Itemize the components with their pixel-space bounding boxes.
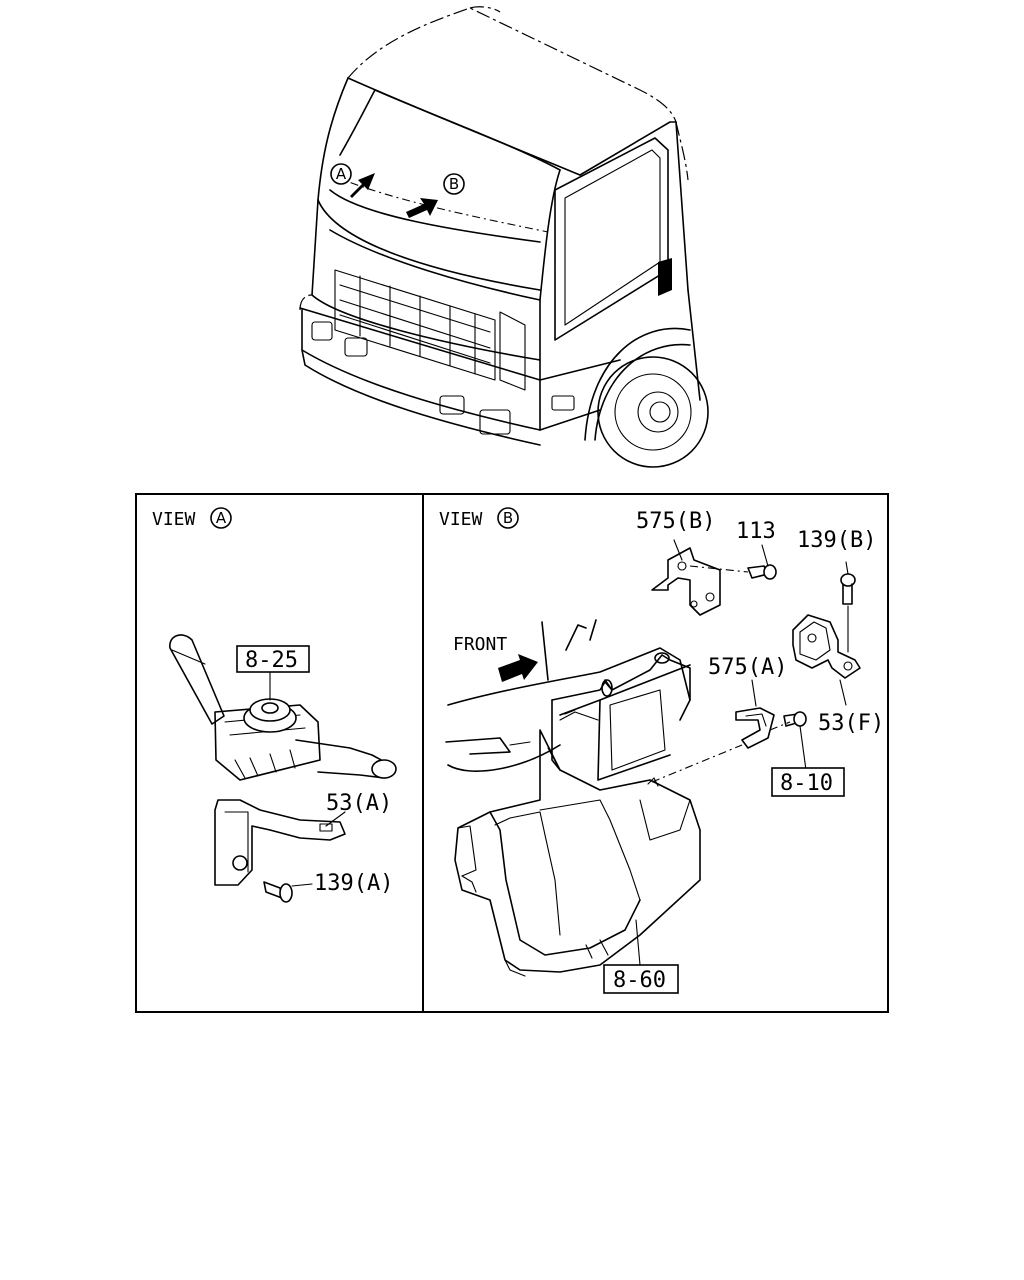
marker-a-letter: A xyxy=(336,165,347,183)
callout-113: 113 xyxy=(736,519,776,544)
callout-575b: 575(B) xyxy=(636,509,715,534)
callout-8-25-box xyxy=(236,645,310,673)
view-a-arrow-icon xyxy=(350,173,375,198)
view-b-panel: VIEW B FRONT xyxy=(439,507,884,994)
clip-575a-drawing xyxy=(735,679,807,771)
bracket-53f-drawing xyxy=(792,561,861,706)
callout-8-60-box xyxy=(603,964,679,994)
view-b-title: VIEW xyxy=(439,509,483,530)
callout-53f: 53(F) xyxy=(818,711,884,736)
callout-53a: 53(A) xyxy=(326,791,392,816)
bracket-575b-drawing xyxy=(651,539,777,616)
callout-8-25: 8-25 xyxy=(245,648,298,673)
callout-575a: 575(A) xyxy=(708,655,787,680)
marker-a-circle xyxy=(330,163,352,185)
view-a-title-letter: A xyxy=(216,509,227,527)
callout-139a: 139(A) xyxy=(314,871,393,896)
front-label: FRONT xyxy=(453,634,507,655)
bolt-139a-drawing xyxy=(263,881,313,903)
view-b-arrow-icon xyxy=(406,198,438,218)
callout-8-60: 8-60 xyxy=(613,968,666,993)
truck-cab-illustration: A B xyxy=(299,6,709,468)
callout-8-10-box xyxy=(771,767,845,797)
combination-switch-drawing xyxy=(169,634,397,781)
view-a-title-circle xyxy=(210,507,232,529)
callout-139b: 139(B) xyxy=(797,528,876,553)
detail-views-frame xyxy=(135,493,889,1013)
dashboard-structure-drawing xyxy=(445,619,691,781)
marker-b-circle xyxy=(443,173,465,195)
bracket-53a-drawing xyxy=(214,799,346,886)
view-b-title-letter: B xyxy=(503,509,513,527)
view-a-title: VIEW xyxy=(152,509,196,530)
front-arrow-icon xyxy=(498,654,538,682)
view-a-panel: VIEW A xyxy=(152,507,397,903)
marker-b-letter: B xyxy=(449,175,459,193)
callout-8-10: 8-10 xyxy=(780,771,833,796)
view-b-title-circle xyxy=(497,507,519,529)
heater-unit-8-60-drawing xyxy=(454,729,743,977)
